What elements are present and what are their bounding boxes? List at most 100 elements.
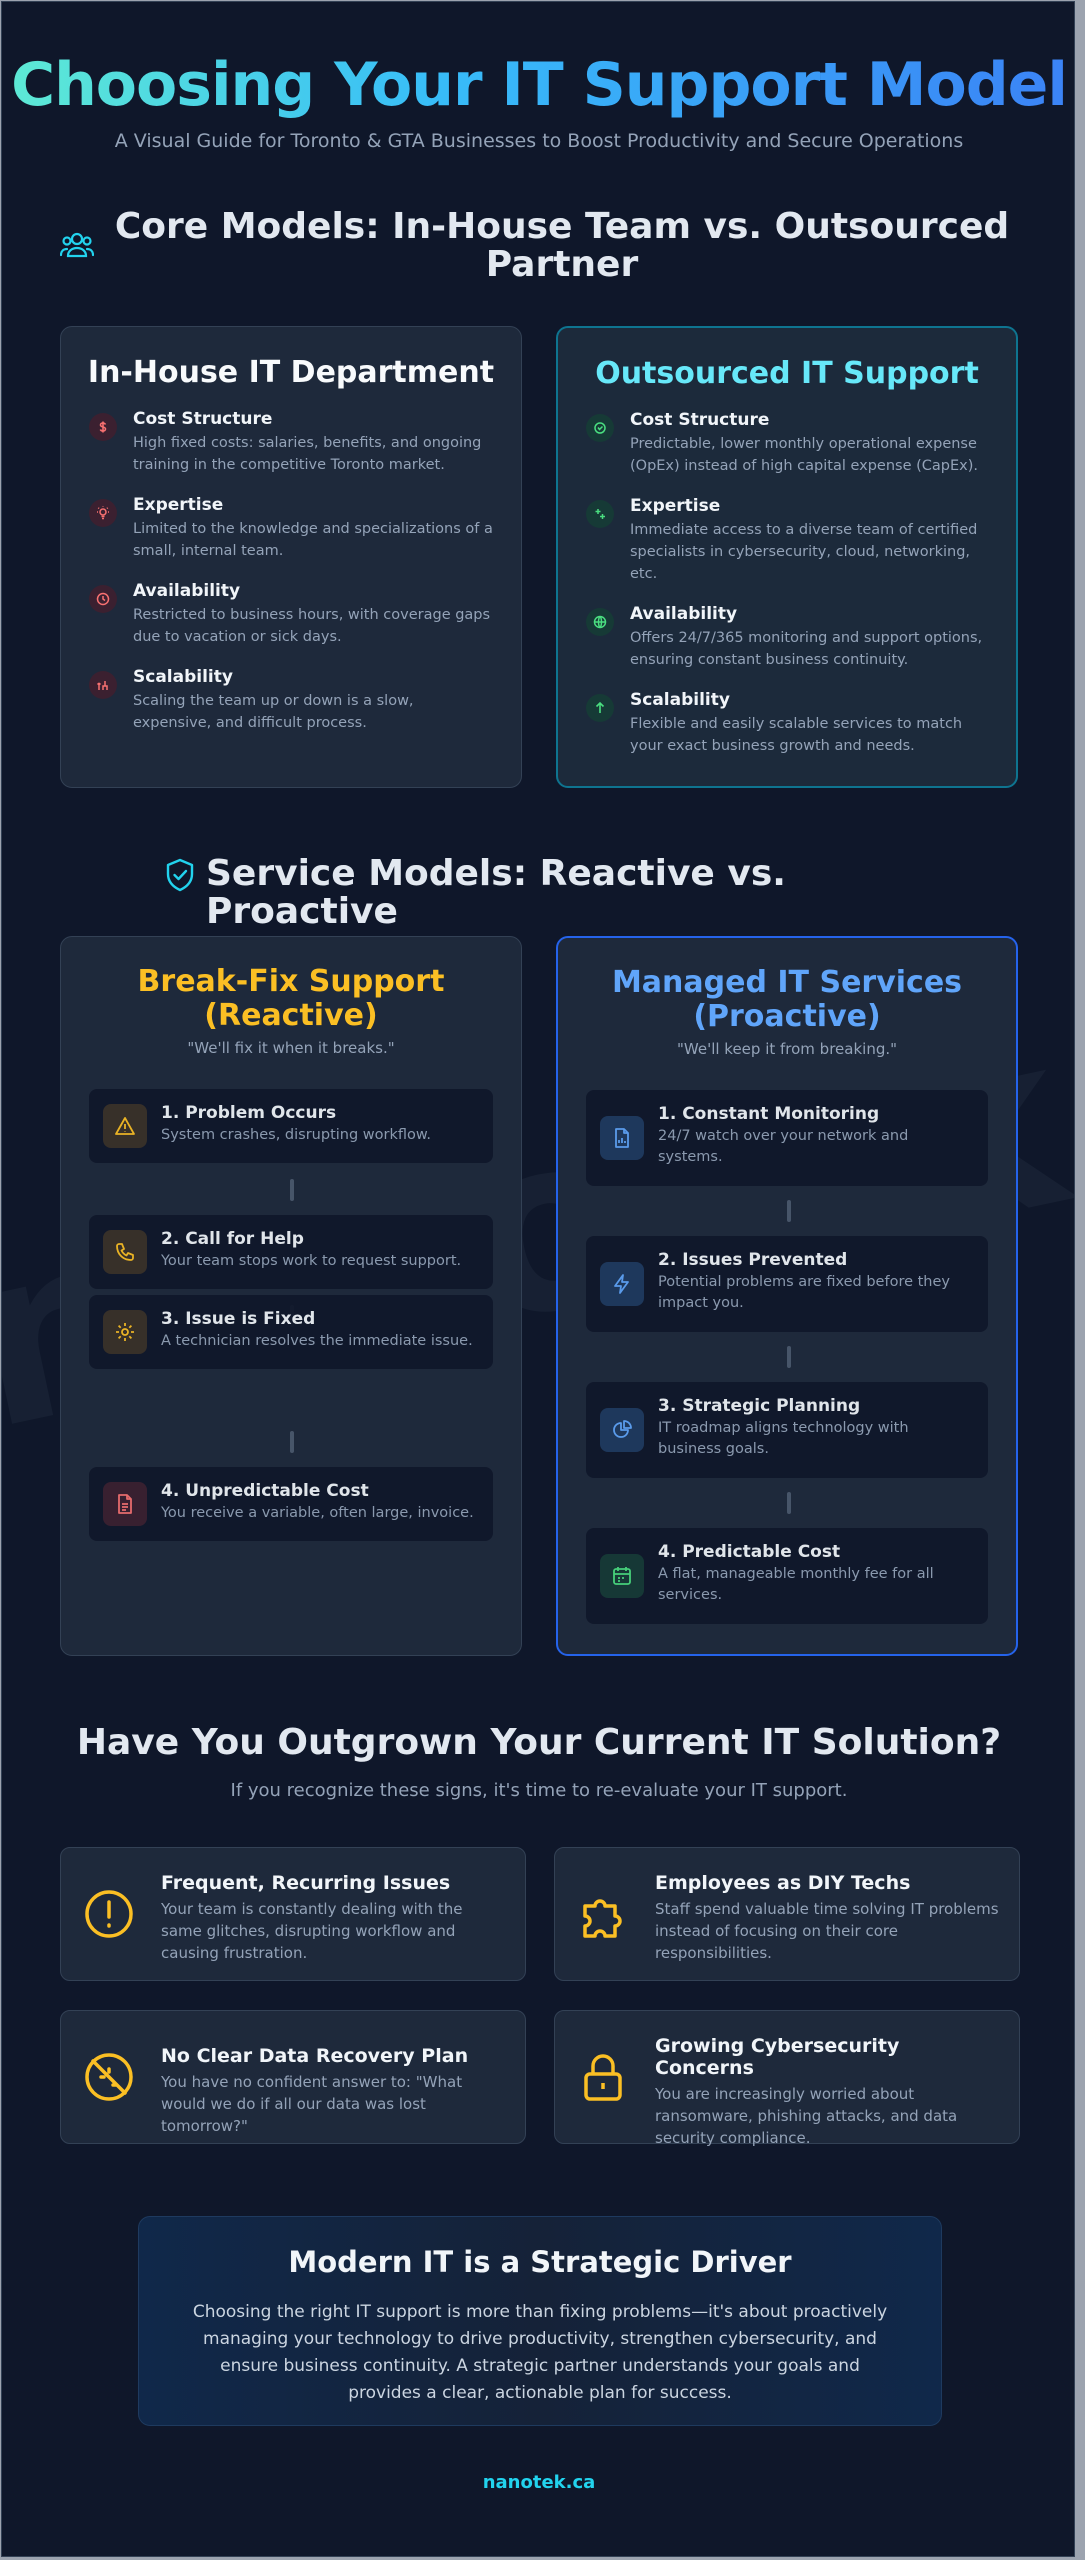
step-title: 1. Problem Occurs [161,1103,337,1123]
step-text: IT roadmap aligns technology with busine… [658,1420,909,1457]
managed-step-2: 2. Issues Prevented Potential problems a… [586,1236,988,1332]
step-text: You receive a variable, often large, inv… [161,1505,474,1521]
item-text: Limited to the knowledge and specializat… [133,521,493,559]
step-text: Your team stops work to request support. [161,1253,462,1269]
lightning-icon [600,1262,644,1306]
item-title: Expertise [133,495,224,515]
step-title: 3. Issue is Fixed [161,1309,316,1329]
page-subtitle: A Visual Guide for Toronto & GTA Busines… [114,130,964,152]
step-text: A flat, manageable monthly fee for all s… [658,1566,934,1603]
users-icon [60,230,94,260]
item-title: Cost Structure [133,409,273,429]
outgrown-subtitle: If you recognize these signs, it's time … [230,1780,848,1801]
step-title: 3. Strategic Planning [658,1396,861,1416]
service-models-title: Service Models: Reactive vs. Proactive [206,853,786,932]
item-text: Restricted to business hours, with cover… [133,607,491,645]
step-connector [290,1431,294,1453]
warning-icon [103,1104,147,1148]
item-text: Flexible and easily scalable services to… [630,716,963,754]
dollar-icon [89,413,117,441]
core-models-title: Core Models: In-House Team vs. Outsource… [114,206,1010,285]
step-text: Potential problems are fixed before they… [658,1274,951,1311]
sign-text: Your team is constantly dealing with the… [161,1900,463,1962]
sign-cybersecurity: Growing Cybersecurity Concerns You are i… [554,2010,1020,2147]
break-fix-step-4: 4. Unpredictable Cost You receive a vari… [89,1467,493,1541]
item-title: Availability [630,604,738,624]
step-connector [290,1179,294,1201]
sign-text: You are increasingly worried about ranso… [655,2085,958,2147]
invoice-icon [103,1482,147,1526]
managed-step-4: 4. Predictable Cost A flat, manageable m… [586,1528,988,1624]
step-title: 2. Issues Prevented [658,1250,848,1270]
sign-title: Employees as DIY Techs [655,1872,911,1894]
phone-icon [103,1230,147,1274]
break-fix-step-2: 2. Call for Help Your team stops work to… [89,1215,493,1289]
sign-text: You have no confident answer to: "What w… [161,2073,463,2135]
step-connector [787,1200,791,1222]
calendar-icon [600,1554,644,1598]
step-text: 24/7 watch over your network and systems… [658,1128,909,1165]
sign-title: No Clear Data Recovery Plan [161,2045,469,2067]
break-fix-step-1: 1. Problem Occurs System crashes, disrup… [89,1089,493,1163]
item-text: Scaling the team up or down is a slow, e… [133,693,414,731]
item-text: Offers 24/7/365 monitoring and support o… [630,630,983,668]
item-title: Availability [133,581,241,601]
globe-icon [586,608,614,636]
strategic-driver-box: Modern IT is a Strategic Driver Choosing… [138,2216,942,2426]
step-text: System crashes, disrupting workflow. [161,1127,432,1143]
scale-icon [89,671,117,699]
shield-check-icon [164,858,196,892]
outsourced-title: Outsourced IT Support [595,356,979,391]
step-title: 1. Constant Monitoring [658,1104,880,1124]
puzzle-icon [577,1888,629,1940]
monitor-report-icon [600,1116,644,1160]
step-title: 4. Unpredictable Cost [161,1481,369,1501]
in-house-title: In-House IT Department [87,355,495,390]
item-title: Cost Structure [630,410,770,430]
item-title: Scalability [630,690,730,710]
managed-step-1: 1. Constant Monitoring 24/7 watch over y… [586,1090,988,1186]
item-text: Immediate access to a diverse team of ce… [630,522,978,582]
page-title: Choosing Your IT Support Model [2,50,1074,120]
step-connector [787,1492,791,1514]
sparkles-icon [586,500,614,528]
item-title: Expertise [630,496,721,516]
lock-icon [577,2051,629,2103]
sign-title: Growing Cybersecurity Concerns [655,2035,900,2079]
item-text: Predictable, lower monthly operational e… [630,436,978,474]
sign-recurring-issues: Frequent, Recurring Issues Your team is … [60,1847,526,1981]
managed-title: Managed IT Services (Proactive) [611,965,963,1034]
cta-title: Modern IT is a Strategic Driver [288,2245,792,2279]
managed-card: Managed IT Services (Proactive) "We'll k… [556,936,1018,1656]
lightbulb-icon [89,499,117,527]
arrow-up-icon [586,694,614,722]
managed-quote: "We'll keep it from breaking." [676,1040,898,1058]
clock-icon [89,585,117,613]
cta-text: Choosing the right IT support is more th… [192,2302,888,2403]
outgrown-title: Have You Outgrown Your Current IT Soluti… [76,1722,1002,1763]
piggy-bank-icon [586,414,614,442]
outsourced-card: Outsourced IT Support Cost Structure Pre… [556,326,1018,788]
break-fix-step-3: 3. Issue is Fixed A technician resolves … [89,1295,493,1369]
no-data-icon [83,2051,135,2103]
item-title: Scalability [133,667,233,687]
item-text: High fixed costs: salaries, benefits, an… [133,435,482,473]
managed-step-3: 3. Strategic Planning IT roadmap aligns … [586,1382,988,1478]
step-text: A technician resolves the immediate issu… [161,1333,473,1349]
step-connector [787,1346,791,1368]
step-title: 4. Predictable Cost [658,1542,841,1562]
break-fix-title: Break-Fix Support (Reactive) [137,964,445,1033]
break-fix-card: Break-Fix Support (Reactive) "We'll fix … [60,936,522,1656]
sign-diy-techs: Employees as DIY Techs Staff spend valua… [554,1847,1020,1981]
step-title: 2. Call for Help [161,1229,304,1249]
sign-data-recovery: No Clear Data Recovery Plan You have no … [60,2010,526,2144]
in-house-card: In-House IT Department Cost Structure Hi… [60,326,522,788]
gear-icon [103,1310,147,1354]
sign-title: Frequent, Recurring Issues [161,1872,451,1894]
footer-brand-link[interactable]: nanotek.ca [482,2472,596,2493]
break-fix-quote: "We'll fix it when it breaks." [187,1039,395,1057]
chart-pie-icon [600,1408,644,1452]
sign-text: Staff spend valuable time solving IT pro… [655,1900,999,1962]
exclamation-circle-icon [83,1888,135,1940]
